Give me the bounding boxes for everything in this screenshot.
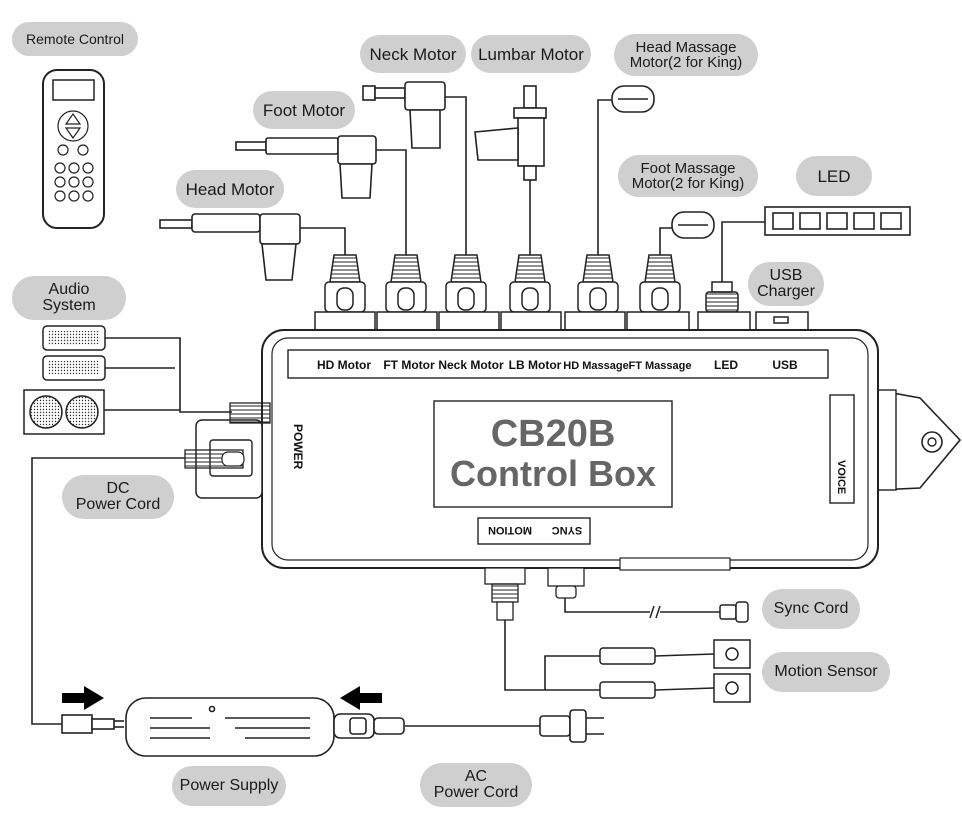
port-label-ft-massage: FT Massage [629, 360, 692, 372]
motion-sensor-label: Motion Sensor [762, 652, 890, 692]
neck-motor-connector-icon [445, 254, 487, 313]
ac-text-2: Power Cord [433, 784, 519, 801]
port-label-led: LED [714, 358, 738, 372]
remote-control-text: Remote Control [25, 31, 125, 47]
led-connector-icon [705, 281, 739, 313]
usb-charger-label: USB Charger [748, 262, 824, 306]
arrow-left-icon [340, 686, 382, 710]
control-box [184, 329, 962, 621]
dc-text-2: Power Cord [75, 496, 161, 513]
audio-system-label: Audio System [12, 276, 126, 320]
power-supply-text: Power Supply [179, 777, 279, 794]
hd-motor-connector-icon [324, 254, 366, 313]
led-strip-icon [764, 206, 911, 236]
remote-control-icon [42, 69, 105, 229]
ft-massage-connector-icon [639, 254, 681, 313]
head-motor-text: Head Motor [185, 179, 275, 199]
sync-port-label: SYNC [552, 524, 583, 536]
foot-massage-motor-label: Foot Massage Motor(2 for King) [618, 155, 758, 197]
neck-motor-text: Neck Motor [369, 44, 457, 64]
port-label-hd-massage: HD Massage [563, 360, 628, 372]
lb-motor-connector-icon [509, 254, 551, 313]
sync-cord-label: Sync Cord [762, 589, 860, 629]
lumbar-motor-icon [474, 85, 547, 181]
foot-motor-label: Foot Motor [253, 91, 355, 129]
head-massage-motor-icon [611, 85, 655, 113]
motion-sensor-icon [599, 639, 751, 703]
head-massage-motor-label: Head Massage Motor(2 for King) [614, 34, 758, 76]
led-label: LED [796, 156, 872, 196]
sync-cord-text: Sync Cord [773, 600, 849, 617]
port-label-usb: USB [772, 358, 798, 372]
head-massage-text-1: Head Massage [635, 39, 737, 56]
port-label-lb-motor: LB Motor [509, 358, 562, 372]
neck-motor-label: Neck Motor [360, 35, 466, 73]
power-supply-icon [61, 697, 405, 757]
usb-text-1: USB [769, 267, 803, 284]
head-motor-label: Head Motor [176, 170, 284, 208]
power-port-label: POWER [291, 424, 305, 470]
head-massage-text-2: Motor(2 for King) [629, 54, 743, 71]
top-connectors [324, 254, 739, 313]
port-label-neck-motor: Neck Motor [438, 358, 504, 372]
motion-sensor-text: Motion Sensor [774, 663, 878, 680]
port-label-ft-motor: FT Motor [383, 358, 435, 372]
voice-port-label: VOICE [835, 460, 847, 494]
foot-motor-icon [235, 135, 377, 199]
neck-motor-icon [362, 81, 446, 149]
foot-massage-motor-icon [671, 211, 715, 239]
usb-text-2: Charger [757, 283, 815, 300]
wires [31, 96, 765, 727]
audio-text-2: System [42, 297, 96, 314]
ft-motor-connector-icon [385, 254, 427, 313]
led-text: LED [817, 166, 851, 186]
port-labels: HD Motor FT Motor Neck Motor LB Motor HD… [317, 358, 798, 372]
audio-text-1: Audio [48, 281, 90, 298]
power-supply-label: Power Supply [172, 766, 286, 806]
lumbar-motor-label: Lumbar Motor [471, 35, 591, 73]
ac-plug-icon [539, 709, 604, 743]
remote-control-label: Remote Control [12, 22, 138, 56]
hd-massage-connector-icon [577, 254, 619, 313]
arrow-right-icon [62, 686, 104, 710]
ac-text-1: AC [464, 768, 488, 785]
port-label-hd-motor: HD Motor [317, 358, 371, 372]
motion-port-label: MOTION [488, 524, 532, 536]
box-title-model: CB20B [491, 413, 616, 455]
foot-motor-text: Foot Motor [262, 100, 346, 120]
port-sockets [314, 311, 809, 331]
box-title-name: Control Box [450, 453, 656, 494]
sync-cord-plug-icon [719, 601, 749, 623]
dc-power-cord-label: DC Power Cord [62, 475, 174, 519]
foot-massage-text-1: Foot Massage [640, 160, 736, 177]
lumbar-motor-text: Lumbar Motor [478, 44, 584, 64]
head-motor-icon [159, 213, 301, 281]
ac-power-cord-label: AC Power Cord [420, 763, 532, 807]
sync-break-icon [649, 605, 661, 619]
foot-massage-text-2: Motor(2 for King) [631, 175, 745, 192]
audio-system-icon [23, 325, 106, 435]
dc-text-1: DC [106, 480, 130, 497]
